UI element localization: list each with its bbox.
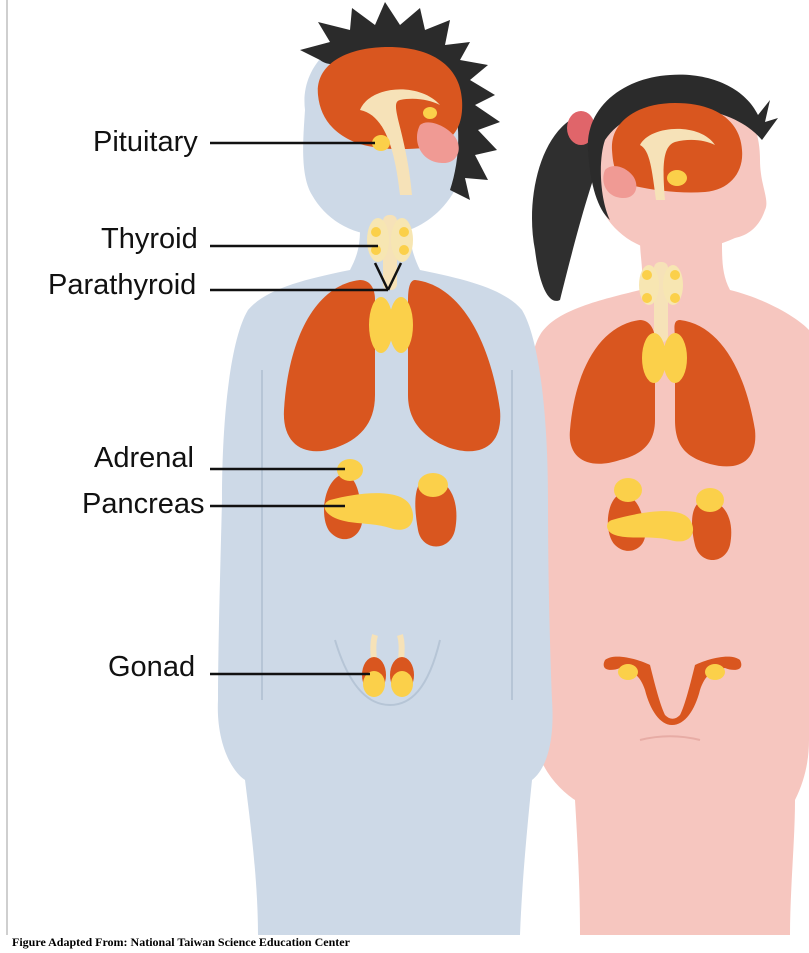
male-adrenal-right — [418, 473, 448, 497]
female-ovary-left — [618, 664, 638, 680]
female-thymus-left — [642, 333, 666, 383]
female-thymus-right — [663, 333, 687, 383]
thyroid-label: Thyroid — [101, 225, 198, 254]
female-adrenal-right — [696, 488, 724, 512]
gonad-label: Gonad — [108, 653, 195, 682]
male-pineal — [423, 107, 437, 119]
adrenal-label: Adrenal — [94, 444, 194, 473]
female-adrenal-left — [614, 478, 642, 502]
male-parathyroid-2 — [399, 227, 409, 237]
female-parathyroid-1 — [642, 270, 652, 280]
female-parathyroid-2 — [670, 270, 680, 280]
female-pituitary — [667, 170, 687, 186]
female-ovary-right — [705, 664, 725, 680]
pituitary-label: Pituitary — [93, 128, 198, 157]
male-thyroid-left — [367, 218, 389, 262]
male-thymus-right — [389, 297, 413, 353]
figure-credit: Figure Adapted From: National Taiwan Sci… — [12, 935, 350, 950]
pancreas-label: Pancreas — [82, 490, 205, 519]
male-parathyroid-4 — [399, 245, 409, 255]
male-parathyroid-1 — [371, 227, 381, 237]
parathyroid-label: Parathyroid — [48, 271, 196, 300]
male-thyroid-right — [391, 218, 413, 262]
female-parathyroid-4 — [670, 293, 680, 303]
male-gonad-right — [391, 671, 413, 697]
female-figure — [527, 75, 809, 935]
female-parathyroid-3 — [642, 293, 652, 303]
